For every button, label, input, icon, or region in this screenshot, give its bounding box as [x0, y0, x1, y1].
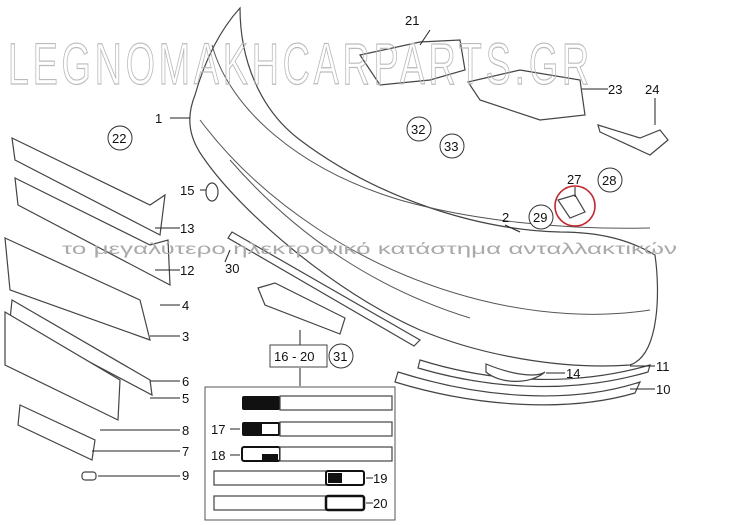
variant-19 [213, 470, 365, 486]
variant-20 [213, 494, 366, 512]
circled-32: 32 [411, 122, 425, 137]
callout-17: 17 [211, 422, 225, 437]
callout-24: 24 [645, 82, 659, 97]
group-box [269, 344, 328, 368]
bumper-trim-strip[interactable] [394, 359, 651, 406]
leader-lines [92, 29, 656, 477]
circled-28: 28 [602, 173, 616, 188]
callout-27: 27 [567, 172, 581, 187]
callout-6: 6 [182, 374, 189, 389]
callout-15: 15 [180, 183, 194, 198]
callout-13: 13 [180, 221, 194, 236]
callout-14: 14 [566, 366, 580, 381]
callout-10: 10 [656, 382, 670, 397]
bumper-cover[interactable] [189, 6, 659, 367]
circled-29: 29 [533, 210, 547, 225]
circled-33: 33 [444, 139, 458, 154]
highlight-circle [554, 185, 596, 227]
callout-19: 19 [373, 471, 387, 486]
callout-5: 5 [182, 391, 189, 406]
callout-2: 2 [502, 210, 509, 225]
fog-cover-14[interactable] [485, 363, 546, 382]
variant-16 [242, 395, 393, 411]
circled-22: 22 [112, 131, 126, 146]
callout-7: 7 [182, 444, 189, 459]
circled-31: 31 [333, 349, 347, 364]
grille-stack[interactable] [4, 136, 219, 481]
callout-20: 20 [373, 496, 387, 511]
callout-3: 3 [182, 329, 189, 344]
callout-8: 8 [182, 423, 189, 438]
callout-9: 9 [182, 468, 189, 483]
callout-30: 30 [225, 261, 239, 276]
callout-21: 21 [405, 13, 419, 28]
grille-insert-variants: 17 18 19 20 [204, 386, 396, 521]
center-grille-insert[interactable] [257, 282, 346, 335]
variant-18 [241, 446, 393, 462]
callout-11: 11 [656, 359, 670, 374]
group-box-label: 16 - 20 [274, 349, 314, 364]
callout-4: 4 [182, 298, 189, 313]
callout-23: 23 [608, 82, 622, 97]
moulding-30[interactable] [227, 231, 421, 347]
callout-12: 12 [180, 263, 194, 278]
air-ducts[interactable] [359, 39, 669, 219]
callout-18: 18 [211, 448, 225, 463]
callout-1: 1 [155, 111, 162, 126]
circled-callouts: 22 28 29 31 32 33 [107, 116, 623, 369]
variant-17 [242, 421, 393, 437]
